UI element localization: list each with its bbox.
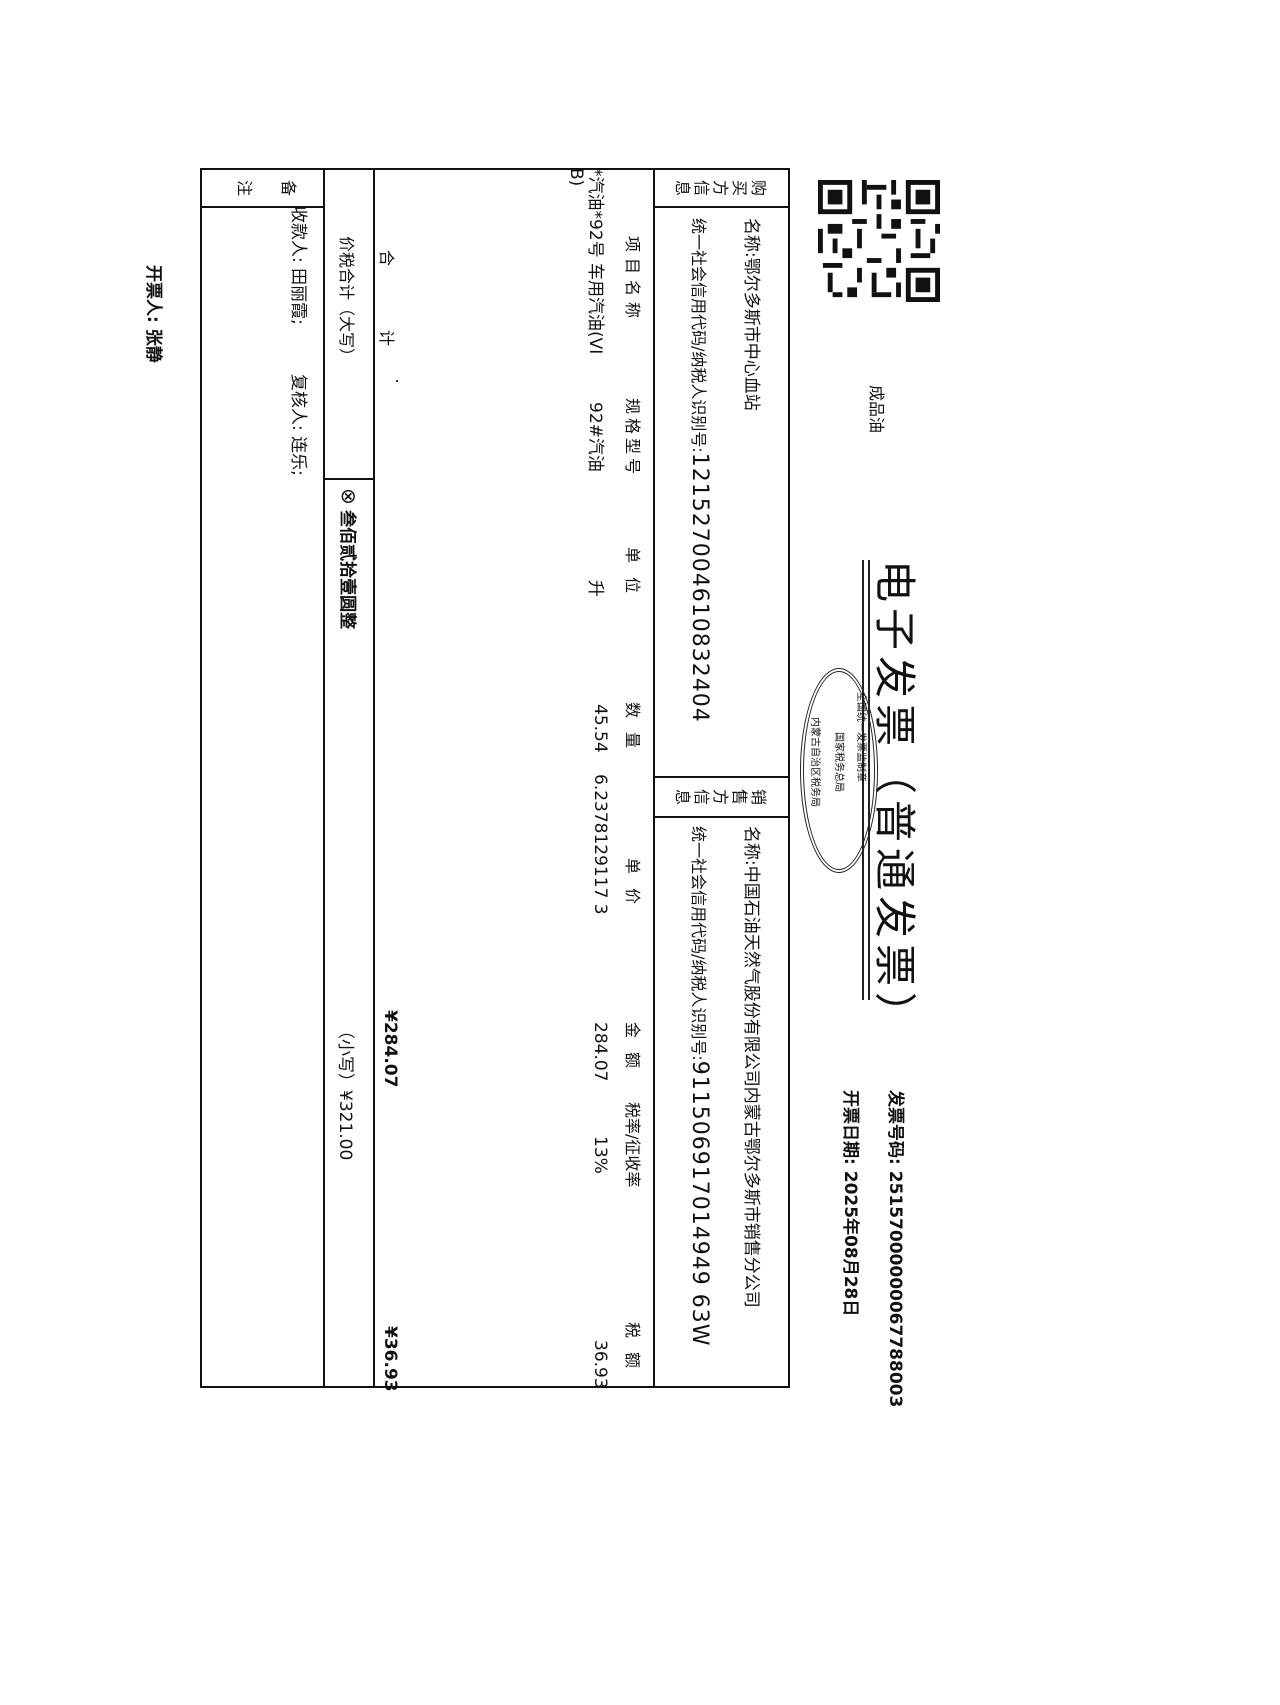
column-header-unit-price: 单价 xyxy=(623,858,642,919)
divider xyxy=(655,206,788,208)
seller-name: 名称:中国石油天然气股份有限公司内蒙古鄂尔多斯市销售分公司 xyxy=(741,826,766,1308)
scan-dot xyxy=(396,380,398,382)
buyer-section-label: 购买方信息 xyxy=(673,179,768,196)
seller-tax-id-value: 911506917014949 63W xyxy=(687,1060,712,1347)
total-tax: ¥36.93 xyxy=(380,1326,400,1392)
item-name-continued: B) xyxy=(566,168,586,187)
seller-tax-id-label: 统一社会信用代码/纳税人识别号: xyxy=(689,826,708,1061)
grand-total-words-value: 叁佰贰拾壹圆整 xyxy=(337,510,357,630)
item-quantity: 45.54 xyxy=(590,704,610,753)
buyer-tax-id: 统一社会信用代码/纳税人识别号:12152700461083240‌4 xyxy=(687,218,712,723)
invoice-number-value: 25157000000067788003 xyxy=(885,1170,905,1408)
column-header-quantity: 数量 xyxy=(623,702,642,763)
column-header-tax-rate: 税率/征收率 xyxy=(623,1102,642,1188)
reviewer: 复核人: 连乐; xyxy=(288,374,308,476)
circled-x-icon: ⊗ xyxy=(337,488,361,505)
item-unit-price: 6.2378129117 3 xyxy=(590,774,610,915)
column-header-item-name: 项目名称 xyxy=(623,236,642,325)
total-amount: ¥284.07 xyxy=(380,1010,400,1088)
grand-total-small-value: ¥321.00 xyxy=(335,1090,355,1161)
remarks-label: 备注 xyxy=(235,179,298,196)
item-tax: 36.93 xyxy=(590,1340,610,1389)
invoice-table: 购买方信息 名称:鄂尔多斯市中心血站 统一社会信用代码/纳税人识别号:12152… xyxy=(200,168,790,1392)
total-label: 合 计 xyxy=(377,250,396,347)
stamp-text: 国家税务总局 xyxy=(833,732,844,792)
issuer: 开票人: 张静 xyxy=(143,265,163,363)
issue-date-value: 2025年08月28日 xyxy=(840,1170,860,1317)
item-unit: 升 xyxy=(585,580,605,597)
divider xyxy=(323,170,325,1386)
seller-section-label: 销售方信息 xyxy=(673,788,768,805)
item-spec: 92#汽油 xyxy=(585,402,605,472)
item-tax-rate: 13% xyxy=(590,1136,610,1174)
issue-date: 开票日期: 2025年08月28日 xyxy=(840,1090,865,1316)
column-header-tax: 税额 xyxy=(623,1322,642,1383)
stamp-text: 全国统一发票监制章 xyxy=(855,692,866,782)
tax-authority-stamp: 全国统一发票监制章 国家税务总局 内蒙古自治区税务局 xyxy=(800,668,878,873)
grand-total-label: 价税合计（大写） xyxy=(337,236,356,365)
seller-tax-id: 统一社会信用代码/纳税人识别号:911506917014949 63W xyxy=(687,826,712,1347)
buyer-name: 名称:鄂尔多斯市中心血站 xyxy=(741,218,766,411)
divider xyxy=(653,170,655,1386)
grand-total-words: ⊗ 叁佰贰拾壹圆整 xyxy=(337,488,362,629)
buyer-tax-id-label: 统一社会信用代码/纳税人识别号: xyxy=(689,218,708,453)
invoice-number-label: 发票号码: xyxy=(885,1090,905,1165)
grand-total-small: （小写）¥321.00 xyxy=(335,1022,360,1160)
buyer-name-value: 鄂尔多斯市中心血站 xyxy=(741,257,761,411)
grand-total-small-label: （小写） xyxy=(335,1022,355,1090)
stamp-text: 内蒙古自治区税务局 xyxy=(809,717,820,807)
buyer-tax-id-value: 12152700461083240‌4 xyxy=(687,452,712,723)
seller-name-value: 中国石油天然气股份有限公司内蒙古鄂尔多斯市销售分公司 xyxy=(741,865,761,1308)
divider xyxy=(655,816,788,818)
item-name: *汽油*92号 车用汽油(VI xyxy=(585,168,605,355)
item-amount: 284.07 xyxy=(590,1022,610,1082)
invoice-number: 发票号码: 25157000000067788003 xyxy=(885,1090,910,1407)
divider xyxy=(373,170,375,1386)
column-header-unit: 单位 xyxy=(623,547,642,608)
buyer-name-label: 名称: xyxy=(741,218,761,258)
invoice-category: 成品油 xyxy=(867,385,886,434)
divider xyxy=(655,776,788,778)
seller-name-label: 名称: xyxy=(741,826,761,866)
column-header-spec: 规格型号 xyxy=(623,398,642,479)
column-header-amount: 金额 xyxy=(623,1022,642,1083)
divider xyxy=(325,478,375,480)
issue-date-label: 开票日期: xyxy=(840,1090,860,1165)
payee: 收款人: 田丽霞; xyxy=(288,206,308,325)
qr-code-icon xyxy=(818,180,940,302)
